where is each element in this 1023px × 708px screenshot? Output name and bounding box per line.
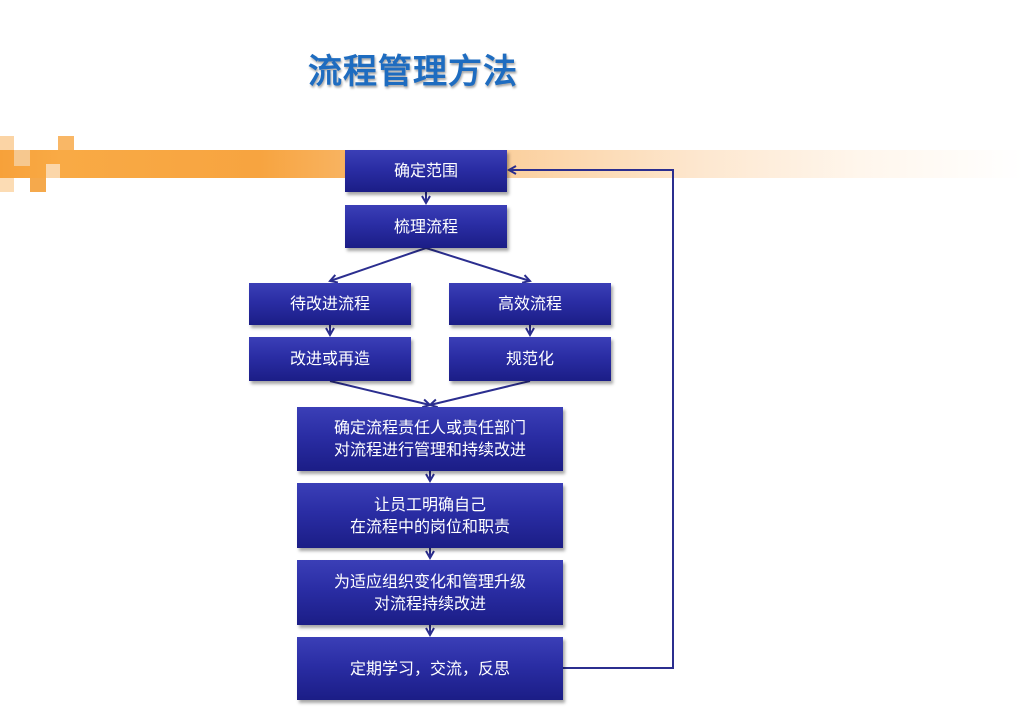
learn-box: 定期学习，交流，反思 xyxy=(297,637,563,700)
staff-box: 让员工明确自己 在流程中的岗位和职责 xyxy=(297,483,563,548)
to-improve-label: 待改进流程 xyxy=(289,294,370,313)
arrow-rebuild-to-owner xyxy=(329,380,430,405)
adapt-line2: 对流程持续改进 xyxy=(373,593,486,613)
decor-square xyxy=(14,150,30,166)
to-improve-box: 待改进流程 xyxy=(249,283,411,325)
define-scope-box: 确定范围 xyxy=(345,150,507,192)
decor-square xyxy=(0,178,14,192)
arrow-sort-to-improve xyxy=(330,247,427,281)
page-title: 流程管理方法 xyxy=(308,52,518,92)
learn-label: 定期学习，交流，反思 xyxy=(349,658,510,678)
sort-process-label: 梳理流程 xyxy=(393,216,458,236)
improve-rebuild-label: 改进或再造 xyxy=(289,349,370,368)
feedback-loop-arrow xyxy=(509,170,674,669)
decor-square xyxy=(46,164,60,178)
owner-line2: 对流程进行管理和持续改进 xyxy=(333,440,526,459)
owner-box: 确定流程责任人或责任部门 对流程进行管理和持续改进 xyxy=(297,407,563,471)
arrow-sort-to-efficient xyxy=(425,247,530,281)
decor-square xyxy=(58,136,74,150)
standardize-box: 规范化 xyxy=(449,337,611,381)
adapt-line1: 为适应组织变化和管理升级 xyxy=(333,571,526,591)
arrow-standardize-to-owner xyxy=(430,380,531,405)
efficient-box: 高效流程 xyxy=(449,283,611,325)
decor-square xyxy=(30,178,46,192)
staff-line1: 让员工明确自己 xyxy=(373,494,486,514)
sort-process-box: 梳理流程 xyxy=(345,205,507,248)
decor-square xyxy=(0,136,14,150)
define-scope-label: 确定范围 xyxy=(393,161,458,180)
owner-line1: 确定流程责任人或责任部门 xyxy=(333,418,526,437)
adapt-box: 为适应组织变化和管理升级 对流程持续改进 xyxy=(297,560,563,625)
efficient-label: 高效流程 xyxy=(497,294,562,313)
staff-line2: 在流程中的岗位和职责 xyxy=(349,516,510,536)
standardize-label: 规范化 xyxy=(505,349,554,368)
improve-rebuild-box: 改进或再造 xyxy=(249,337,411,381)
